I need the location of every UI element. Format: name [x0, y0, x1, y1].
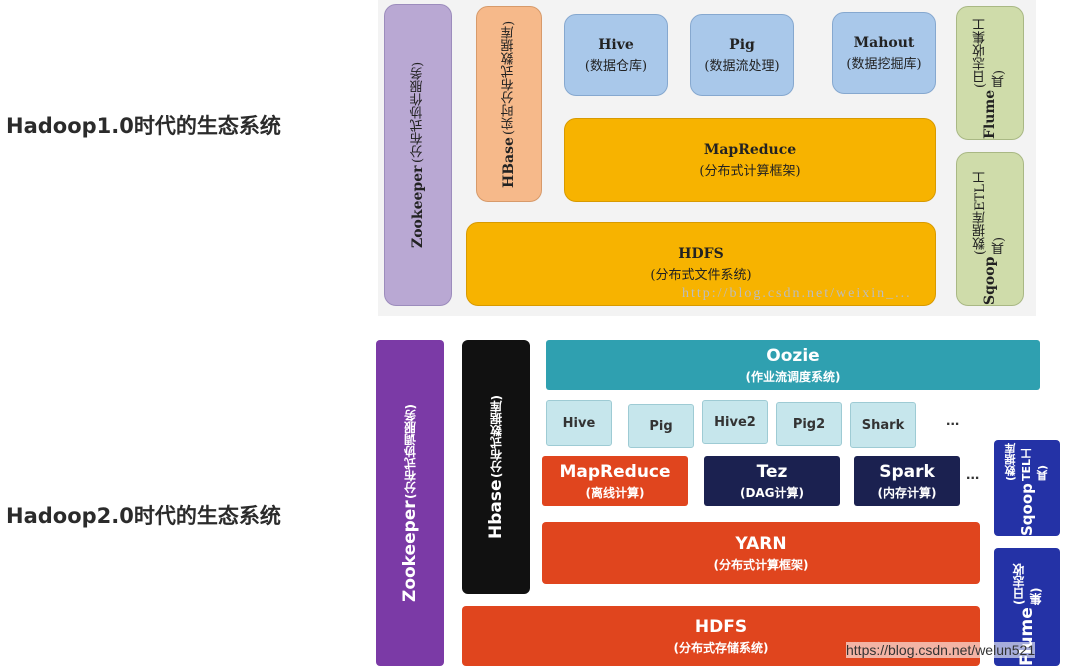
h2-shark: Shark	[850, 402, 916, 448]
h2-hive2: Hive2	[702, 400, 768, 444]
hadoop2-label: Hadoop2.0时代的生态系统	[6, 504, 281, 528]
h2-tez: Tez (DAG计算)	[704, 456, 840, 506]
h1-flume: Flume (日志收集工具)	[956, 6, 1024, 140]
hadoop1-label: Hadoop1.0时代的生态系统	[6, 114, 281, 138]
h2-hive: Hive	[546, 400, 612, 446]
h2-watermark: https://blog.csdn.net/welun521	[846, 642, 1036, 658]
h2-ellipsis-top: ...	[946, 412, 960, 429]
h1-mahout: Mahout (数据挖掘库)	[832, 12, 936, 94]
h1-watermark: http://blog.csdn.net/weixin_...	[682, 286, 912, 301]
h1-mapreduce: MapReduce (分布式计算框架)	[564, 118, 936, 202]
h2-mapreduce: MapReduce (离线计算)	[542, 456, 688, 506]
h1-zookeeper: Zookeeper (分布式协作服务)	[384, 4, 452, 306]
h2-zookeeper: Zookeeper (分布式协调服务)	[376, 340, 444, 666]
h1-sqoop: Sqoop (数据库ETL工具)	[956, 152, 1024, 306]
h2-pig2: Pig2	[776, 402, 842, 446]
h2-oozie: Oozie (作业流调度系统)	[546, 340, 1040, 390]
hadoop1-diagram: Zookeeper (分布式协作服务) HBase (实时分布式数据库) Hiv…	[378, 0, 1036, 316]
h2-hbase: Hbase (分布式数据库)	[462, 340, 530, 594]
h1-hdfs: HDFS (分布式文件系统)	[466, 222, 936, 306]
h2-pig: Pig	[628, 404, 694, 448]
h2-ellipsis-mid: ...	[966, 466, 980, 483]
h1-hbase: HBase (实时分布式数据库)	[476, 6, 542, 202]
h2-spark: Spark (内存计算)	[854, 456, 960, 506]
hadoop2-diagram: Zookeeper (分布式协调服务) Hbase (分布式数据库) Oozie…	[374, 336, 1068, 670]
h2-yarn: YARN (分布式计算框架)	[542, 522, 980, 584]
h1-hive: Hive (数据仓库)	[564, 14, 668, 96]
h2-sqoop: Sqoop (数据库TEL工具)	[994, 440, 1060, 536]
h1-pig: Pig (数据流处理)	[690, 14, 794, 96]
